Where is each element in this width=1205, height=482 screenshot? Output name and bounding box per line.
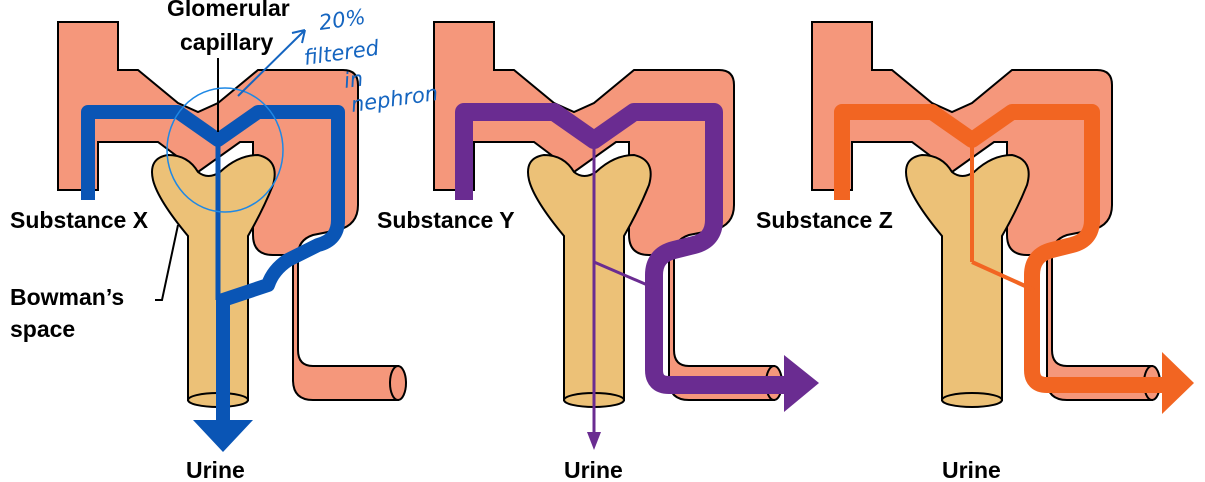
glomerulus-highlight-circle (166, 87, 284, 213)
substance-z-secretion-line (971, 260, 1035, 292)
substance-y-label: Substance Y (377, 207, 515, 233)
panel-substance-z (811, 21, 1194, 414)
substance-y-urine-arrow (587, 432, 601, 450)
handwritten-note-line3: in (342, 67, 364, 93)
substance-x-urine-arrow (193, 420, 253, 452)
bowmans-label-line2: space (10, 316, 75, 342)
substance-z-blood-flow (834, 104, 1162, 393)
urine-label-x: Urine (186, 457, 245, 482)
substance-z-label: Substance Z (756, 207, 893, 233)
substance-z-outflow-arrow (1162, 352, 1194, 414)
bowmans-leader-line (155, 224, 179, 301)
panel-substance-y (433, 21, 819, 450)
glomerular-label-line1: Glomerular (167, 0, 290, 21)
substance-y-secretion-line (593, 260, 660, 292)
substance-y-outflow-arrow (784, 355, 819, 412)
handwritten-arrow (237, 29, 306, 97)
glomerular-label-line2: capillary (180, 29, 274, 55)
panel-substance-x (57, 21, 407, 452)
substance-x-label: Substance X (10, 207, 149, 233)
handwritten-note-line2: filtered (302, 36, 381, 70)
substance-x-flow-line (81, 105, 345, 420)
urine-label-z: Urine (942, 457, 1001, 482)
substance-y-blood-flow (455, 103, 789, 394)
bowmans-label-line1: Bowman’s (10, 284, 124, 310)
urine-label-y: Urine (564, 457, 623, 482)
handwritten-note-line1: 20% (317, 5, 367, 35)
